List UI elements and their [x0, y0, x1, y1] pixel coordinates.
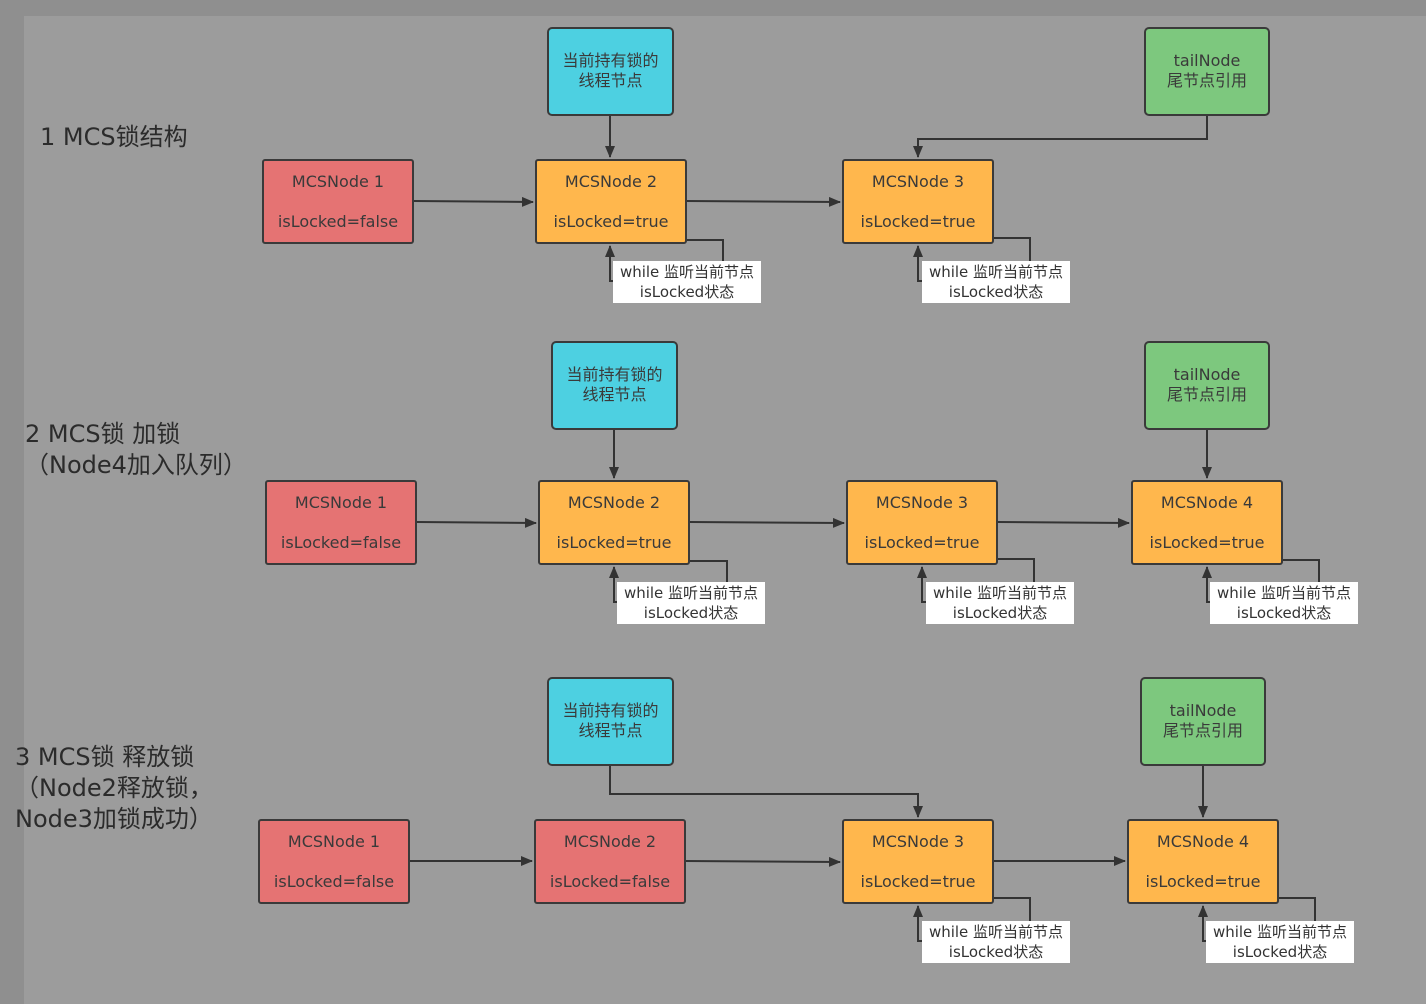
current-holder-text: 当前持有锁的 线程节点	[562, 51, 659, 90]
node-state: isLocked=false	[280, 533, 402, 552]
next-arrow	[413, 196, 534, 207]
node-state: isLocked=false	[549, 872, 671, 891]
mcs-node-1: MCSNode 1 isLocked=false	[258, 819, 410, 904]
tail-arrow	[913, 116, 1208, 158]
mcs-node-1: MCSNode 1 isLocked=false	[262, 159, 414, 244]
current-holder-text: 当前持有锁的 线程节点	[562, 701, 659, 740]
node-state: isLocked=true	[556, 533, 672, 552]
node-state: isLocked=true	[860, 872, 976, 891]
tail-node-callout: tailNode 尾节点引用	[1144, 341, 1270, 430]
spin-note: while 监听当前节点 isLocked状态	[922, 261, 1070, 303]
node-name: MCSNode 3	[875, 493, 969, 512]
tail-node-text: tailNode 尾节点引用	[1166, 365, 1247, 404]
node-state: isLocked=false	[277, 212, 399, 231]
mcs-node-2: MCSNode 2 isLocked=false	[534, 819, 686, 904]
node-name: MCSNode 2	[564, 172, 658, 191]
spin-note: while 监听当前节点 isLocked状态	[1210, 582, 1358, 624]
next-arrow	[416, 517, 537, 528]
section-1-title: 1 MCS锁结构	[40, 123, 188, 151]
next-arrow	[686, 196, 841, 207]
spin-note: while 监听当前节点 isLocked状态	[617, 582, 765, 624]
spin-note: while 监听当前节点 isLocked状态	[1206, 921, 1354, 963]
node-state: isLocked=true	[864, 533, 980, 552]
node-name: MCSNode 1	[287, 832, 381, 851]
node-name: MCSNode 2	[567, 493, 661, 512]
current-holder-callout: 当前持有锁的 线程节点	[547, 27, 674, 116]
node-state: isLocked=true	[860, 212, 976, 231]
section-3-title: 3 MCS锁 释放锁 （Node2释放锁， Node3加锁成功）	[15, 743, 213, 833]
node-state: isLocked=false	[273, 872, 395, 891]
spin-note: while 监听当前节点 isLocked状态	[926, 582, 1074, 624]
node-name: MCSNode 3	[871, 172, 965, 191]
node-name: MCSNode 4	[1156, 832, 1250, 851]
node-name: MCSNode 1	[291, 172, 385, 191]
node-name: MCSNode 4	[1160, 493, 1254, 512]
tail-node-text: tailNode 尾节点引用	[1162, 701, 1243, 740]
mcs-node-3: MCSNode 3 isLocked=true	[846, 480, 998, 565]
mcs-node-2: MCSNode 2 isLocked=true	[538, 480, 690, 565]
spin-note: while 监听当前节点 isLocked状态	[922, 921, 1070, 963]
current-holder-callout: 当前持有锁的 线程节点	[551, 341, 678, 430]
spin-note: while 监听当前节点 isLocked状态	[613, 261, 761, 303]
mcs-node-4: MCSNode 4 isLocked=true	[1131, 480, 1283, 565]
tail-node-text: tailNode 尾节点引用	[1166, 51, 1247, 90]
mcs-node-2: MCSNode 2 isLocked=true	[535, 159, 687, 244]
tail-node-callout: tailNode 尾节点引用	[1140, 677, 1266, 766]
node-state: isLocked=true	[1145, 872, 1261, 891]
next-arrow	[685, 856, 841, 867]
node-name: MCSNode 2	[563, 832, 657, 851]
node-name: MCSNode 1	[294, 493, 388, 512]
next-arrow	[689, 517, 845, 528]
current-holder-callout: 当前持有锁的 线程节点	[547, 677, 674, 766]
mcs-node-4: MCSNode 4 isLocked=true	[1127, 819, 1279, 904]
mcs-node-3: MCSNode 3 isLocked=true	[842, 159, 994, 244]
next-arrow	[997, 517, 1130, 528]
node-name: MCSNode 3	[871, 832, 965, 851]
holder-arrow	[609, 766, 923, 818]
node-state: isLocked=true	[1149, 533, 1265, 552]
node-state: isLocked=true	[553, 212, 669, 231]
tail-node-callout: tailNode 尾节点引用	[1144, 27, 1270, 116]
section-2-title: 2 MCS锁 加锁 （Node4加入队列）	[25, 420, 247, 479]
current-holder-text: 当前持有锁的 线程节点	[566, 365, 663, 404]
mcs-node-1: MCSNode 1 isLocked=false	[265, 480, 417, 565]
mcs-node-3: MCSNode 3 isLocked=true	[842, 819, 994, 904]
